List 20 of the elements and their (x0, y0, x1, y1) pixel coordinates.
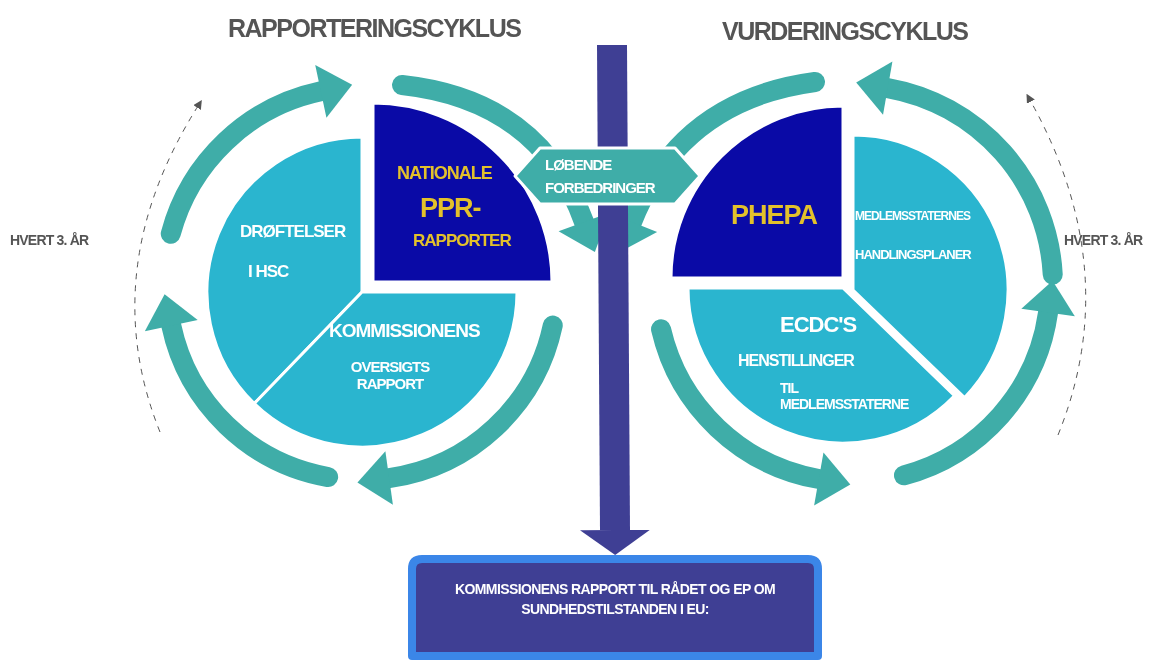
sector-label: OVERSIGTS RAPPORT (349, 358, 431, 393)
sector-label: ECDC'S (780, 312, 857, 338)
sector-label: MEDLEMSSTATERNES (855, 210, 970, 224)
sector-label: PPR- (420, 193, 481, 225)
sector-label: I HSC (248, 262, 289, 282)
sector-label: HANDLINGSPLANER (855, 248, 971, 263)
sector-label: NATIONALE (397, 163, 492, 184)
sector-label: PHEPA (731, 200, 818, 232)
sector-label: HENSTILLINGER (738, 352, 854, 371)
arrow (580, 44, 650, 555)
sector-label: DRØFTELSER (240, 222, 346, 242)
sector-label: KOMMISSIONENS (329, 320, 480, 342)
sector-label: RAPPORTER (413, 231, 511, 251)
period-label: HVERT 3. ÅR (10, 232, 89, 248)
banner-label: LØBENDE (545, 156, 612, 174)
period-label: HVERT 3. ÅR (1064, 232, 1143, 248)
cycle-heading: RAPPORTERINGSCYKLUS (228, 14, 521, 43)
cycle-heading: VURDERINGSCYKLUS (722, 17, 968, 46)
banner-label: FORBEDRINGER (545, 179, 655, 197)
report-title: KOMMISSIONENS RAPPORT TIL RÅDET OG EP OM SUNDHEDSTILSTANDEN I EU: (453, 580, 777, 620)
